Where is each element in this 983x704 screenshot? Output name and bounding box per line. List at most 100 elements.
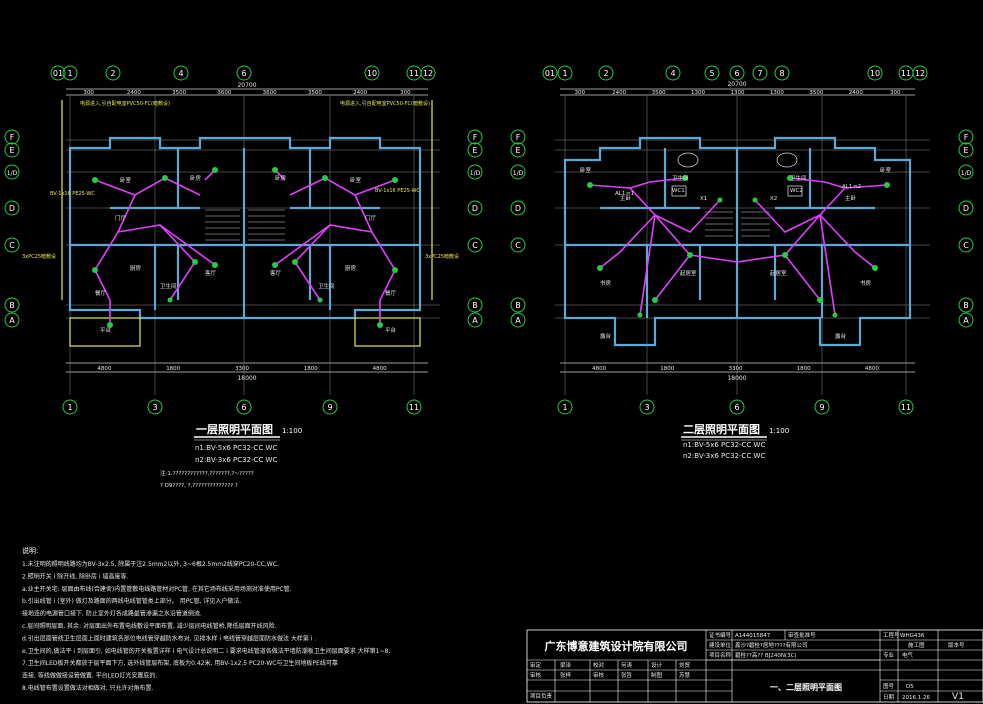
plan2-scale: 1:100 (769, 427, 789, 435)
plan2-side-axis-left-1: E (510, 142, 526, 158)
check-label: 校对 (593, 661, 605, 669)
plan1-top_dims-dim-1: 2400 (127, 90, 141, 96)
plan2-top-axis-7-label: 8 (779, 69, 784, 78)
plan2-room-label-3: 主卧 (845, 194, 857, 202)
plan2-side-axis-right-4: C (958, 237, 974, 253)
plan2-room-labels: 卧室卧室主卧主卧卫生间卫生间书房书房起居室起居室露台露台 (580, 166, 892, 340)
plan1-side-axis-right-1-label: E (472, 146, 477, 155)
plan2-room-label-1: 卧室 (880, 166, 892, 174)
plan2-top_dims-dim-5: 1300 (770, 90, 784, 96)
plan1-side-axis-right-1: E (467, 142, 483, 158)
plan2-top-axis-3: 4 (665, 65, 681, 81)
plan2-panel-label-1: AL1:n2 (842, 184, 861, 190)
plan2-side-axis-right-6-label: A (963, 316, 969, 325)
plan1-legend-2: n2:BV-3x6 PC32-CC WC (195, 456, 277, 464)
plan1-bottom-axis-3: 9 (322, 399, 338, 415)
plan1-top_dims-dim-2: 3500 (172, 90, 186, 96)
plan1-side-axis-right-4: C (467, 237, 483, 253)
signature-name-1: 张梓 (560, 671, 572, 679)
stage: 施工图 (908, 641, 925, 649)
draw-label: 制图 (651, 671, 663, 679)
plan2-top-axis-8-label: 10 (870, 69, 880, 78)
plan1-side-axis-left-5-label: B (9, 301, 15, 310)
plan1-side-axis-left-2-label: 1/D (7, 170, 18, 177)
plan1-top-axis-1-label: 1 (67, 69, 72, 78)
plan1-bottom_dims-dim-4: 4800 (373, 366, 387, 372)
plan2-side-axis-right-4-label: C (963, 241, 969, 250)
signature-name-0: 梁泽 (560, 661, 572, 669)
plan2-side-axis-left-5: B (510, 297, 526, 313)
plan1-overall-bottom-dim: 18000 (237, 375, 256, 382)
plan2-bottom_dims-dim-2: 3300 (729, 366, 743, 372)
design-note-line-3: b.引出线管 i (室外) 做灯及路面的两线电线管管类上部分。 用PC管, 详见… (22, 597, 241, 605)
plan1-bottom-axis-0-label: 1 (67, 403, 72, 412)
plan1-top-axis-7: 12 (420, 65, 436, 81)
plan2-top-axis-9: 11 (898, 65, 914, 81)
leader-label: 项目负责 (530, 692, 553, 700)
plan2-side-axis-left-3-label: D (515, 204, 521, 213)
plan2-top-axis-2-label: 2 (603, 69, 608, 78)
plan2-bottom-axis-0: 1 (557, 399, 573, 415)
plan1-top-axis-2-label: 2 (110, 69, 115, 78)
plan2-side-axis-left-4-label: C (515, 241, 521, 250)
sheet-label: 图号 (883, 682, 895, 690)
plan1-side-axis-right-2: 1/D (467, 164, 483, 180)
plan1-bottom-axis-2: 6 (236, 399, 252, 415)
plan1-side-axis-right-2-label: 1/D (470, 170, 481, 177)
plan1-room-label-1: 卧室 (350, 176, 362, 184)
plan1-side-axis-right-5: B (467, 297, 483, 313)
signature-name-2: 何涛 (621, 661, 633, 669)
plan2-top_dims-dim-6: 3500 (809, 90, 823, 96)
plan2-title: 二层照明平面图 (683, 423, 760, 436)
plan2-panel-label-3: WC2 (790, 188, 803, 194)
plan1-bottom_dims-dim-2: 3300 (235, 366, 249, 372)
plan2-side-axis-right-2-label: 1/D (961, 170, 972, 177)
plan1-side-axis-left-4: C (4, 237, 20, 253)
plan1-note-1: 注:1.????????????,???????,?~????? (160, 469, 254, 477)
plan1-bottom-axis-0: 1 (62, 399, 78, 415)
plan2-bottom-axis-0-label: 1 (562, 403, 567, 412)
plan2-bottom-axis-4-label: 11 (901, 403, 911, 412)
plan2-room-label-9: 起居室 (770, 269, 787, 277)
plan2-room-label-5: 卫生间 (790, 174, 807, 182)
plan2-bottom-axis-3-label: 9 (819, 403, 824, 412)
plan1-legend-1: n1:BV-5x6 PC32-CC WC (195, 444, 277, 452)
plan2-side-axis-right-3-label: D (963, 204, 969, 213)
plan1-top_dims-dim-0: 300 (83, 90, 94, 96)
plan1-top-axis-4-label: 6 (241, 69, 246, 78)
plan2-side-axis-left-5-label: B (515, 301, 521, 310)
job-no: WHG436 (900, 633, 925, 639)
plan1-light-fixtures (92, 167, 398, 328)
plan2-top_dims-dim-8: 300 (890, 90, 901, 96)
plan2-dimension-lines (560, 88, 915, 373)
design-notes: 说明: 1.未注明的照明线路均为BV-3x2.5, 除属于注2.5mm2以外, … (22, 546, 390, 692)
design-note-line-0: 1.未注明的照明线路均为BV-3x2.5, 除属于注2.5mm2以外, 3~6根… (22, 560, 279, 568)
plan2-legend-2: n2:BV-3x6 PC32-CC WC (683, 452, 765, 460)
plan1-bottom-axis-3-label: 9 (327, 403, 332, 412)
plan1-bottom-axis-1-label: 3 (152, 403, 157, 412)
plan2-top-axis-3-label: 4 (670, 69, 675, 78)
plan2-side-axis-right-5: B (958, 297, 974, 313)
plan2-room-label-2: 主卧 (620, 194, 632, 202)
plan1-top-axis-0: 01 (50, 65, 66, 81)
plan2-walls (563, 136, 912, 347)
plan2-top-axis-9-label: 11 (901, 69, 911, 78)
plan2-side-axis-left-6-label: A (515, 316, 521, 325)
plan1-side-axis-right-6-label: A (472, 316, 478, 325)
plan1-bottom-axis-2-label: 6 (241, 403, 246, 412)
design-note-line-8: 7.卫生间LED板开关都放于层平面下方, 选外线管层布架, 底板为0.42米, … (22, 659, 338, 667)
plan1-room-label-11: 卫生间 (318, 282, 335, 290)
plan1-side-axis-left-1-label: E (9, 146, 14, 155)
plan2-bottom_dims-dim-3: 1800 (797, 366, 811, 372)
plan2-sanitary-fixtures (671, 152, 803, 197)
plan1-cable-note-5: 3xPC25暗敷设 (425, 253, 459, 260)
project-label: 项目名称 (709, 651, 732, 659)
plan1-dimension-lines (66, 88, 428, 373)
